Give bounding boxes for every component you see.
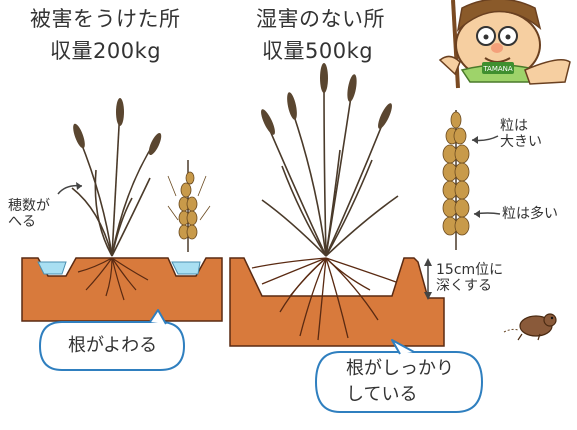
right-roots (251, 257, 397, 341)
mascot-badge: TAMANA (482, 65, 513, 73)
left-water-pool (37, 261, 67, 275)
grain-size-note: 粒は 大きい (500, 118, 542, 150)
mascot-character: TAMANA (438, 0, 571, 89)
left-plant (71, 107, 157, 257)
left-title: 被害をうけた所 (30, 7, 181, 31)
left-bubble-shape (38, 321, 186, 371)
depth-indicator (424, 258, 432, 300)
mole-icon (503, 313, 557, 341)
left-roots (77, 257, 149, 301)
grain-count-note: 粒は多い (502, 206, 558, 222)
depth-note: 15cm位に 深くする (436, 262, 504, 294)
left-ear-closeup (167, 160, 211, 252)
right-ears (261, 63, 392, 135)
right-bubble-shape (314, 351, 484, 413)
right-ear-closeup (442, 110, 470, 250)
right-title: 湿害のない所 (256, 7, 385, 31)
left-ears (73, 98, 162, 156)
left-water-pool (171, 261, 201, 275)
ear-count-note: 穂数が へる (8, 198, 50, 230)
right-bubble-text: 根がしっかり している (346, 358, 454, 405)
left-soil (21, 257, 223, 322)
left-bubble-text: 根がよわる (68, 335, 158, 356)
right-soil (229, 257, 445, 347)
right-plant (261, 79, 399, 257)
left-yield: 収量200kg (50, 39, 162, 63)
right-yield: 収量500kg (262, 39, 374, 63)
